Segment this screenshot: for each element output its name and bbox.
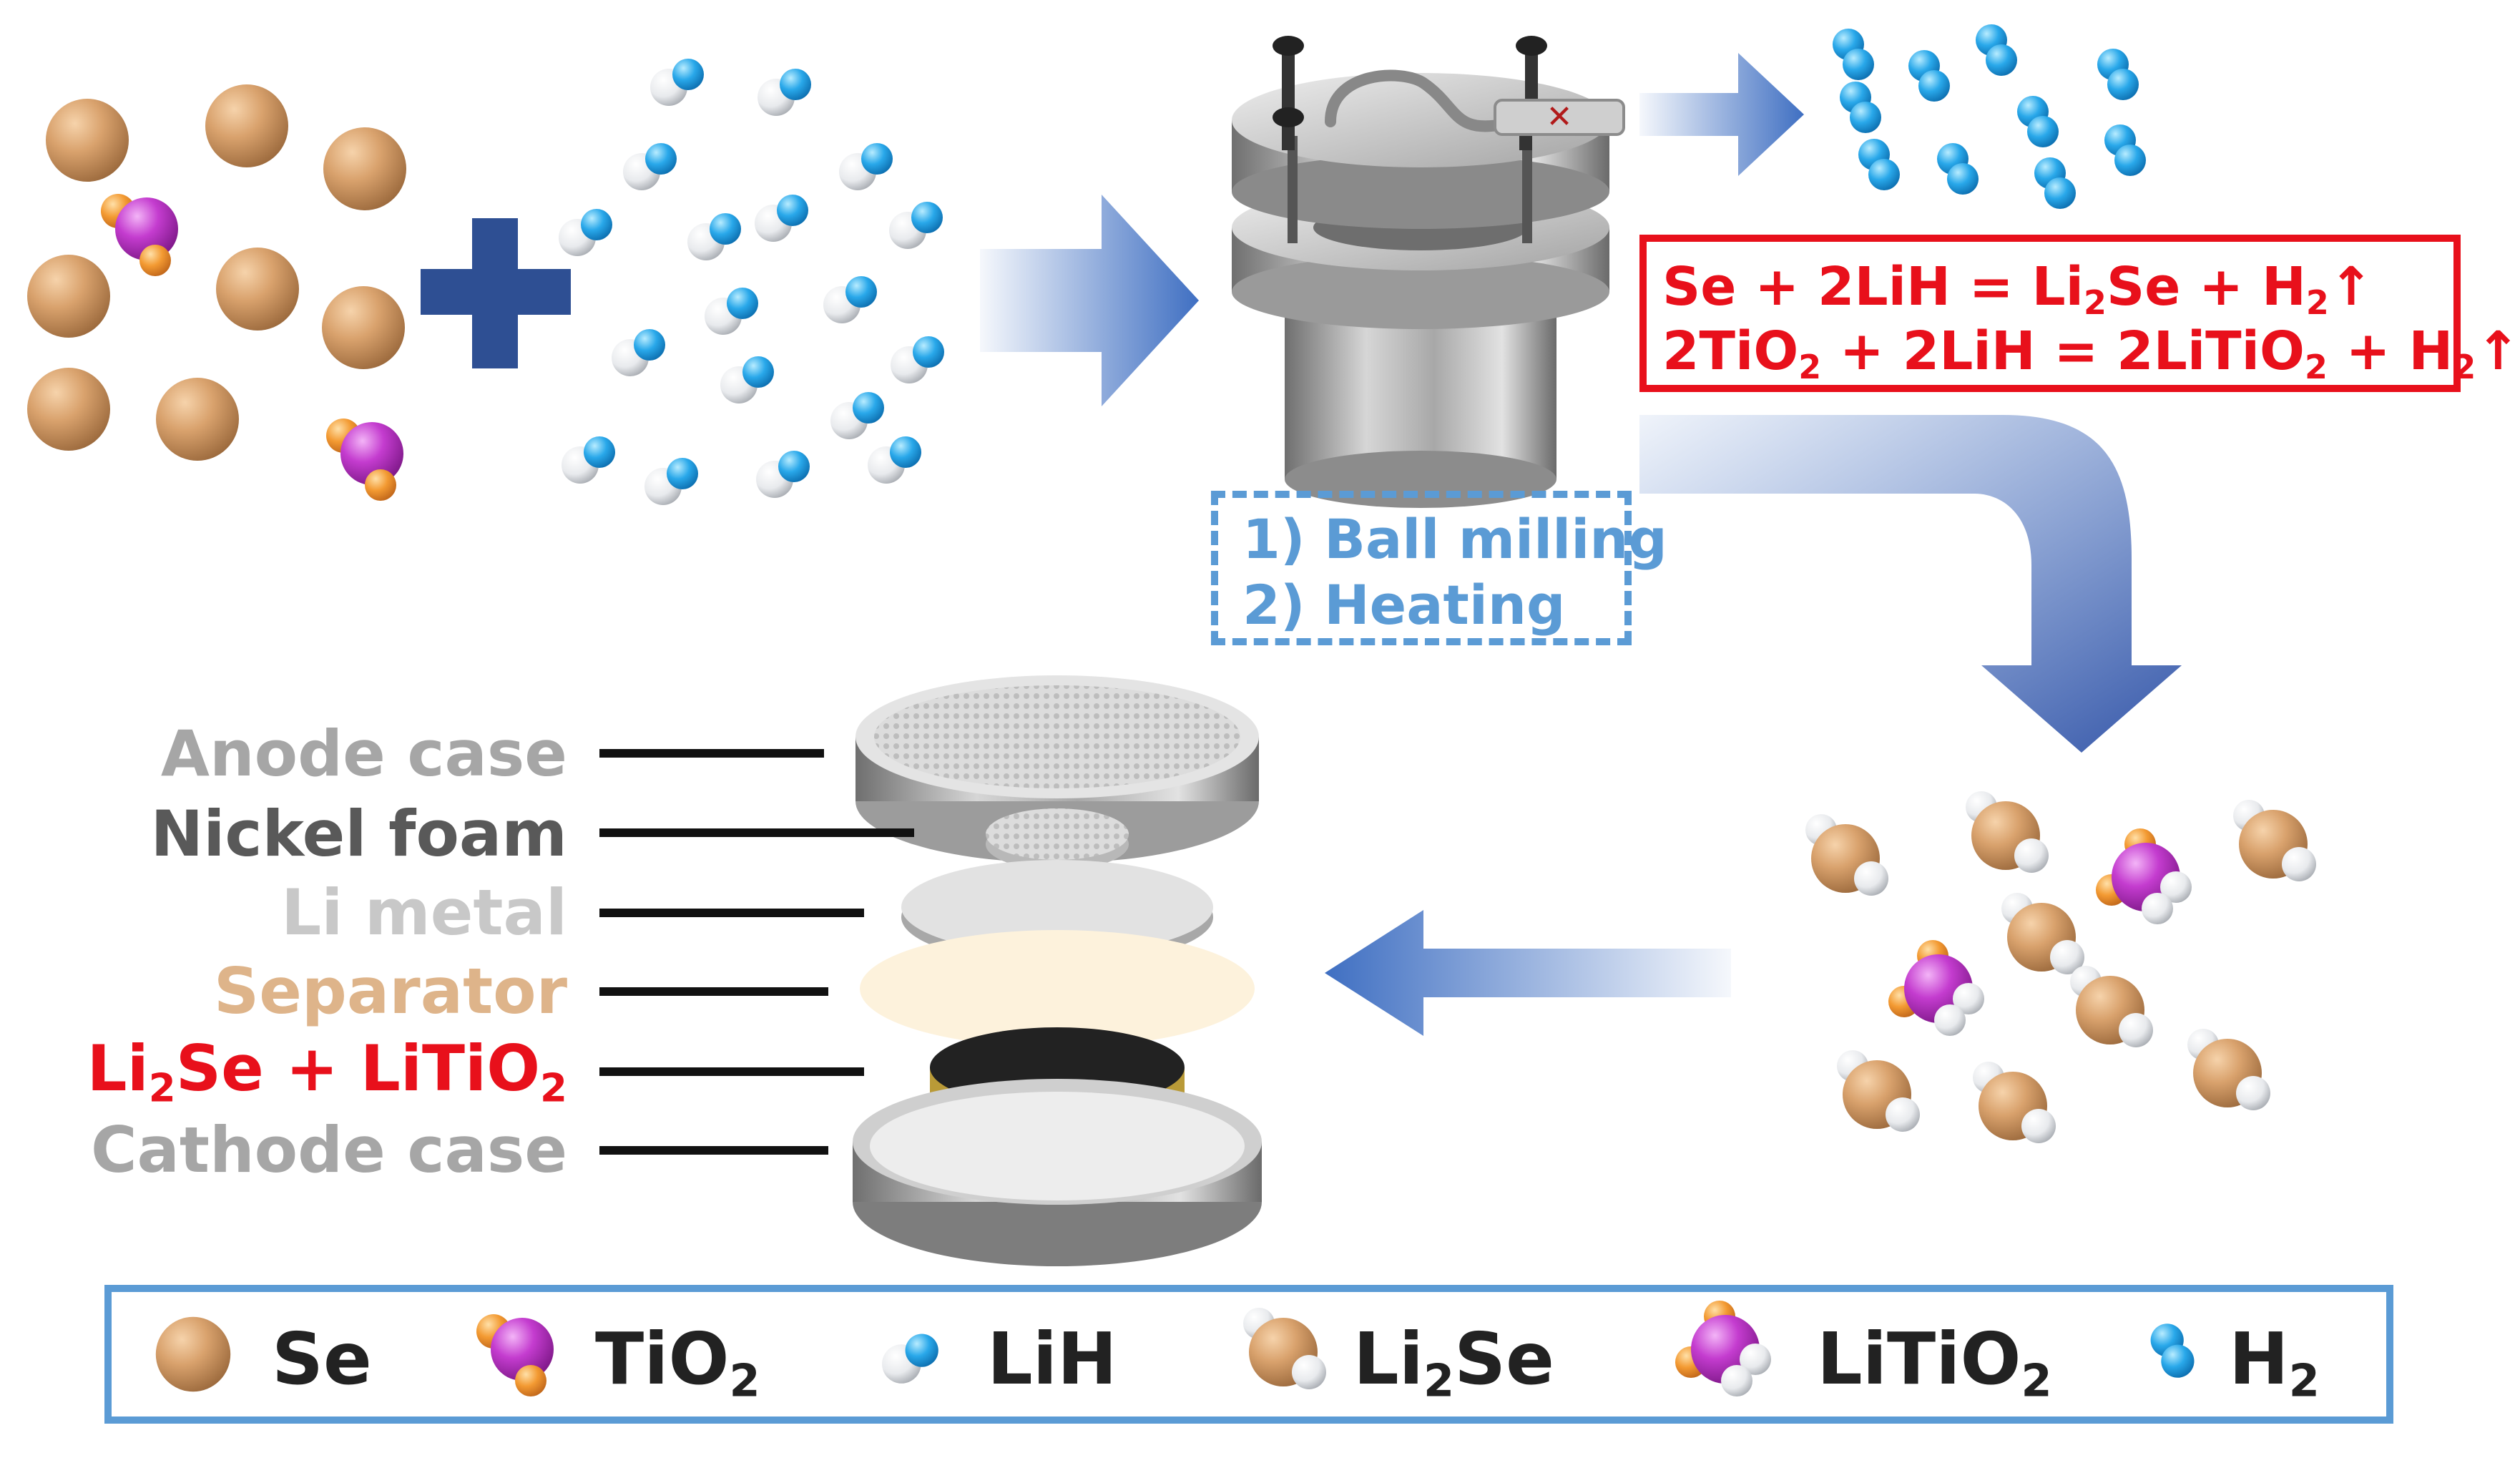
label-cathode-material: Li2Se + LiTiO2 [87,1037,568,1107]
ball-mill-reactor: ✕ [1232,36,1625,508]
equation-tio2-lih: 2TiO2 + 2LiH = 2LiTiO2 + H2↑ [1662,325,2520,383]
up-arrow-symbol: ↑ [2328,256,2373,318]
legend-subscript: 2 [729,1354,760,1407]
eq1-part: Se + H [2106,256,2306,318]
curved-arrow-down [1639,415,2182,753]
legend-label-se: Se [272,1317,372,1401]
eq2-subscript: 2 [2304,347,2328,386]
label-anode-case: Anode case [160,717,567,791]
coin-cell-stack [853,675,1262,1266]
legend-label-litio2: LiTiO2 [1817,1323,2052,1403]
legend-part: H [2229,1317,2289,1401]
layer-leader-lines [599,749,914,1155]
label-separator: Separator [213,954,567,1028]
h2-products [1833,24,2146,209]
li2se-litio2-products [1805,791,2316,1143]
legend-label-lih: LiH [987,1317,1117,1401]
legend-label-h2: H2 [2229,1323,2320,1403]
legend-subscript: 2 [2288,1354,2320,1407]
eq2-part: 2TiO [1662,321,1799,382]
legend-part: TiO [595,1317,730,1401]
equation-se-lih: Se + 2LiH = Li2Se + H2↑ [1662,260,2373,319]
eq1-subscript: 2 [2084,283,2107,322]
legend-part: LiTiO [1817,1317,2021,1401]
eq2-part: + H [2327,321,2453,382]
legend-box: Se TiO2 LiH Li2Se LiTiO2 H2 [104,1285,2393,1424]
step-heating: 2) Heating [1242,573,1566,637]
svg-text:✕: ✕ [1546,99,1573,135]
eq1-subscript: 2 [2305,283,2329,322]
se-tio2-reactants [27,84,406,501]
step-ball-milling: 1) Ball milling [1242,507,1667,571]
arrow-to-reactor [980,195,1199,406]
plus-icon [421,218,571,368]
cathode-material-subscript: 2 [148,1065,176,1111]
legend-part: Li [1353,1317,1423,1401]
cathode-material-part: Li [87,1032,149,1105]
process-steps-box: 1) Ball milling 2) Heating [1211,491,1667,645]
lih-reactants [559,59,944,505]
arrow-to-coin-cell [1325,910,1731,1036]
reaction-equations-box: Se + 2LiH = Li2Se + H2↑ 2TiO2 + 2LiH = 2… [1639,235,2520,392]
legend-subscript: 2 [1423,1354,1455,1407]
label-nickel-foam: Nickel foam [150,797,567,871]
up-arrow-symbol: ↑ [2476,321,2520,382]
arrow-to-h2 [1639,53,1804,176]
legend-subscript: 2 [2021,1354,2052,1407]
legend-part: Se [1454,1317,1554,1401]
eq2-subscript: 2 [2453,347,2476,386]
label-li-metal: Li metal [281,876,567,949]
cathode-material-part: Se + LiTiO [175,1032,541,1105]
eq2-part: + 2LiH = 2LiTiO [1821,321,2305,382]
legend-label-li2se: Li2Se [1353,1323,1554,1403]
eq1-part: Se + 2LiH = Li [1662,256,2084,318]
eq2-subscript: 2 [1798,347,1822,386]
label-cathode-case: Cathode case [90,1113,567,1187]
cathode-material-subscript: 2 [540,1065,567,1111]
legend-label-tio2: TiO2 [595,1323,760,1403]
